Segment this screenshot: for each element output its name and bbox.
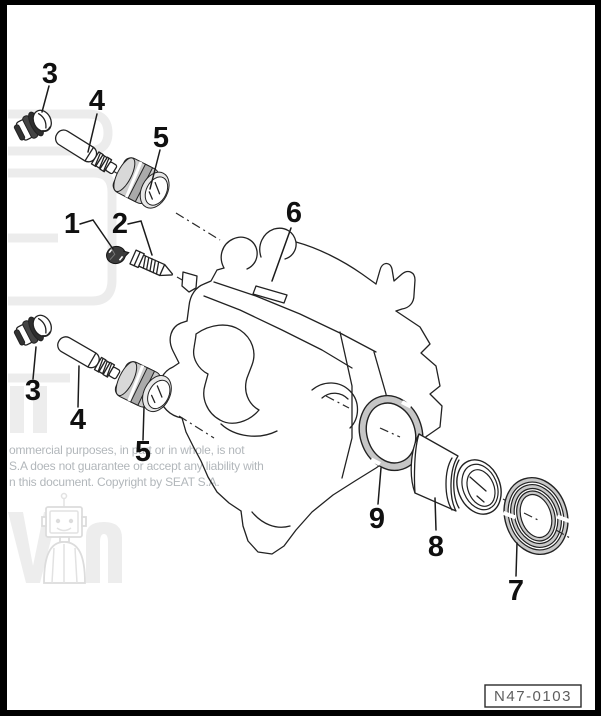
watermark-line-1: ommercial purposes, in part or in whole,… bbox=[9, 443, 245, 457]
figure-code-box: N47-0103 bbox=[484, 684, 582, 708]
callout-4-upper: 4 bbox=[89, 85, 105, 117]
callout-9: 9 bbox=[369, 503, 385, 535]
piston-8 bbox=[410, 433, 502, 515]
callout-5-upper: 5 bbox=[153, 122, 169, 154]
seat-watermark-logo bbox=[8, 109, 122, 584]
callout-3-upper: 3 bbox=[42, 58, 58, 90]
watermark-line-3: n this document. Copyright by SEAT S.A. bbox=[9, 475, 220, 489]
callout-leader-lines bbox=[32, 85, 518, 577]
caliper-bridge-slot bbox=[252, 285, 288, 304]
piston-seal-9 bbox=[358, 394, 424, 472]
guide-pin-4-upper bbox=[54, 129, 118, 175]
caliper-housing-drawing bbox=[157, 227, 443, 555]
bushing-5-lower bbox=[114, 361, 172, 413]
callout-2: 2 bbox=[112, 208, 128, 240]
dust-boot-7 bbox=[502, 476, 570, 556]
callout-numbers: 3 4 5 1 2 6 3 4 5 9 8 7 bbox=[25, 58, 524, 607]
callout-3-lower: 3 bbox=[25, 375, 41, 407]
copyright-watermark-text: ommercial purposes, in part or in whole,… bbox=[9, 443, 264, 489]
robot-mascot-watermark bbox=[41, 492, 87, 584]
figure-code-label: N47-0103 bbox=[494, 688, 572, 705]
figure-frame bbox=[0, 0, 601, 716]
watermark-line-2: S.A does not guarantee or accept any lia… bbox=[9, 459, 264, 473]
callout-6: 6 bbox=[286, 197, 302, 229]
axis-through-boot-7 bbox=[523, 512, 541, 522]
callout-1: 1 bbox=[64, 208, 80, 240]
caliper-window bbox=[192, 324, 260, 424]
bushing-5-upper bbox=[112, 157, 170, 209]
callout-8: 8 bbox=[428, 531, 444, 563]
cap-3-upper bbox=[13, 109, 52, 141]
guide-pin-4-lower bbox=[57, 336, 121, 380]
callout-5-lower: 5 bbox=[135, 436, 151, 468]
axis-through-seal-9 bbox=[379, 427, 401, 438]
callout-4-lower: 4 bbox=[70, 404, 86, 436]
cap-3-lower bbox=[13, 314, 52, 346]
bleeder-cap-1 bbox=[106, 245, 130, 265]
axis-beyond-boot-7 bbox=[555, 529, 571, 539]
callout-7: 7 bbox=[508, 575, 524, 607]
bleeder-valve-2 bbox=[129, 249, 174, 277]
caliper-bleed-boss bbox=[181, 271, 198, 293]
